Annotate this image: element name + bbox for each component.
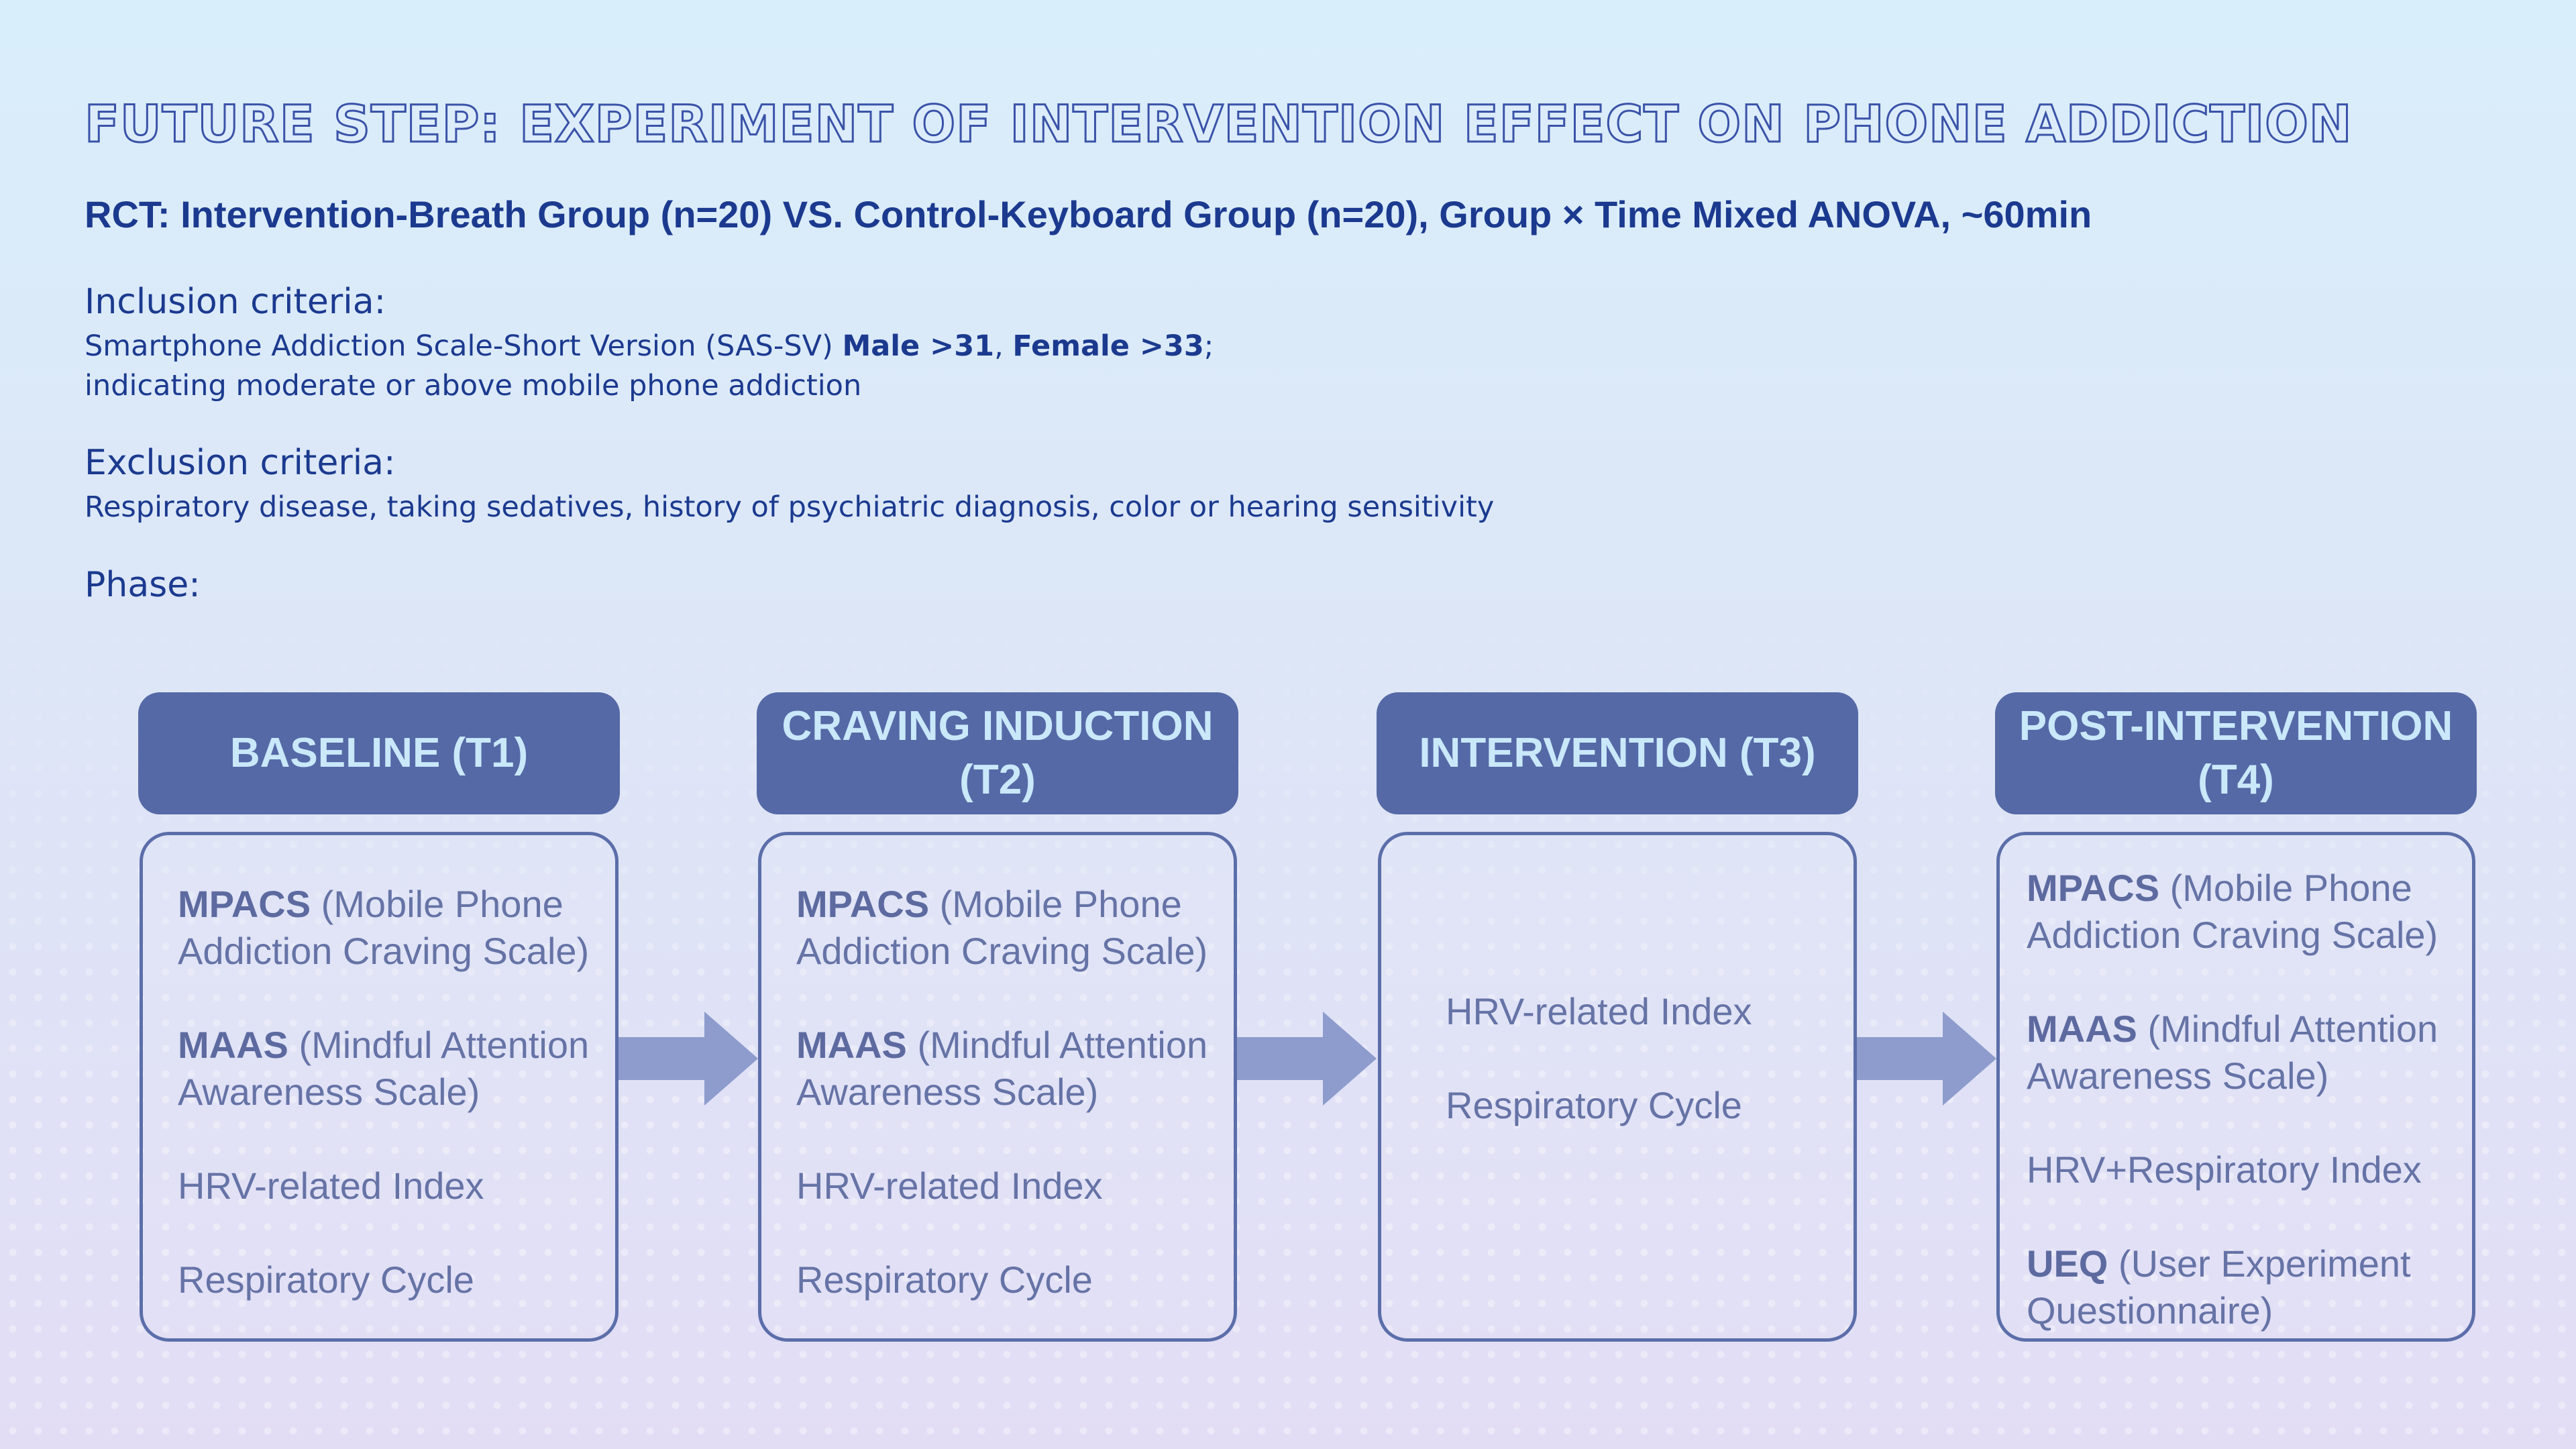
- measure-hrv-index: HRV-related Index: [1446, 990, 1752, 1032]
- measure-respiratory-cycle: Respiratory Cycle: [178, 1258, 474, 1301]
- phase-box-intervention: HRV-related Index Respiratory Cycle: [1378, 832, 1857, 1342]
- arrow-right-icon: [619, 1012, 758, 1106]
- exclusion-line: Respiratory disease, taking sedatives, h…: [85, 490, 1495, 524]
- measure-hrv-index: HRV-related Index: [796, 1165, 1103, 1207]
- inclusion-line-2: indicating moderate or above mobile phon…: [85, 369, 862, 402]
- measure-respiratory-cycle: Respiratory Cycle: [796, 1258, 1093, 1301]
- phase-label: Phase:: [85, 565, 201, 605]
- inclusion-heading: Inclusion criteria:: [85, 282, 386, 322]
- phase-header-post-intervention: POST-INTERVENTION (T4): [1995, 692, 2477, 814]
- page-title: Future Step: Experiment of Intervention …: [83, 93, 2353, 155]
- measure-respiratory-cycle: Respiratory Cycle: [1446, 1084, 1742, 1126]
- phase-header-intervention: INTERVENTION (T3): [1377, 692, 1858, 814]
- phase-header-craving-induction: CRAVING INDUCTION (T2): [757, 692, 1238, 814]
- phase-header-baseline: BASELINE (T1): [138, 692, 620, 814]
- arrow-right-icon: [1857, 1012, 1996, 1106]
- measure-hrv-respiratory-index: HRV+Respiratory Index: [2027, 1148, 2422, 1191]
- arrow-right-icon: [1237, 1012, 1377, 1106]
- exclusion-heading: Exclusion criteria:: [85, 443, 396, 483]
- female-threshold: Female >33: [1012, 329, 1204, 363]
- inclusion-line-1: Smartphone Addiction Scale-Short Version…: [85, 329, 1214, 363]
- study-design-subtitle: RCT: Intervention-Breath Group (n=20) VS…: [85, 193, 2092, 235]
- male-threshold: Male >31: [842, 329, 995, 363]
- measure-hrv-index: HRV-related Index: [178, 1165, 484, 1207]
